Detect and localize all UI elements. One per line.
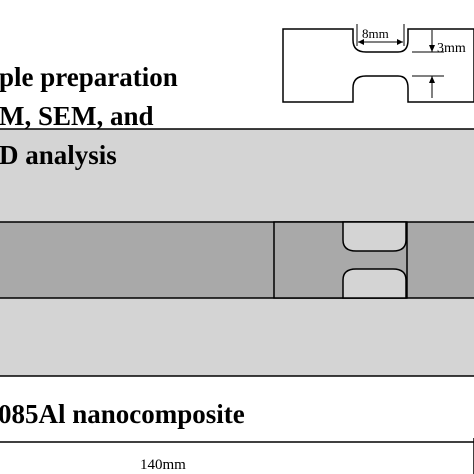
length-label: 140mm [140,457,186,473]
gauge-cutout-top [342,221,407,252]
inset-height-label: 3mm [437,41,466,56]
heading-line-1: ple preparation [0,62,178,92]
inset-width-arrowhead-right [397,39,403,45]
inset-specimen [282,28,474,103]
heading-line-3: D analysis [0,140,117,170]
inset-width-label: 8mm [362,26,389,41]
inset-height-arrowhead-top [429,45,435,52]
inset-height-arrowhead-bottom [429,76,435,83]
material-label: 085Al nanocomposite [0,399,245,429]
inset-width-arrowhead-left [358,39,364,45]
gauge-cutout-bottom [342,268,407,299]
heading-line-2: M, SEM, and [0,101,154,131]
